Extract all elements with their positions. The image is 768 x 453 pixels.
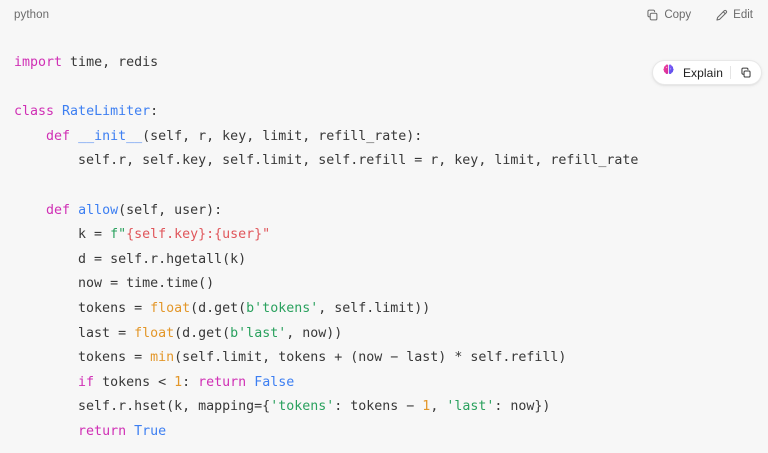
code-line: now = time.time() [14,272,754,297]
code-token: (self, r, key, limit, refill_rate): [142,128,423,144]
code-token [54,104,62,119]
code-line: import time, redis [14,51,754,76]
code-token: self.r, self.key, self.limit, self.refil… [14,153,639,169]
code-line: last = float(d.get(b'last', now)) [14,322,754,347]
code-token: (d.get( [190,300,247,316]
code-token: RateLimiter [62,104,151,120]
code-token: class [14,104,55,120]
code-token: , self.limit)) [318,300,431,316]
language-label: python [14,9,50,21]
code-token: allow [78,202,119,218]
code-token: , now)) [286,325,343,341]
brain-icon [661,63,676,83]
code-token [14,129,46,144]
code-token: , [430,399,447,415]
code-token: 'last' [446,399,495,415]
code-scroll-area[interactable]: import time, redis class RateLimiter: de… [0,40,768,453]
code-token: : [150,104,159,120]
code-token: d = self.r.hgetall(k) [14,251,247,267]
code-token: tokens < [94,374,175,390]
code-content[interactable]: import time, redis class RateLimiter: de… [14,51,754,445]
code-token: 'tokens' [270,399,335,415]
code-token: return [198,374,247,390]
code-line: k = f"{self.key}:{user}" [14,223,754,248]
code-line: def allow(self, user): [14,199,754,224]
code-token: True [134,423,167,439]
code-token: if [78,374,95,390]
code-token: {self.key}:{user}" [126,227,271,243]
code-token: def [46,128,71,144]
code-token [14,375,78,390]
code-line: self.r.hset(k, mapping={'tokens': tokens… [14,395,754,420]
code-token: time, redis [62,55,159,70]
code-token: return [78,423,127,439]
code-token: now = time.time() [14,276,215,292]
code-line: tokens = min(self.limit, tokens + (now −… [14,346,754,371]
code-token: (self.limit, tokens + (now − last) * sel… [174,350,567,366]
code-token [126,424,134,439]
code-token: def [46,202,71,218]
code-token: : tokens − [334,399,423,415]
code-token: last = [14,325,135,341]
edit-button-label: Edit [733,9,753,21]
pencil-icon [715,9,728,22]
copy-icon [646,9,659,22]
edit-button[interactable]: Edit [714,7,754,24]
code-line [14,174,754,199]
code-line: tokens = float(d.get(b'tokens', self.lim… [14,297,754,322]
explain-copy-icon[interactable] [738,65,753,80]
copy-button-label: Copy [664,9,692,21]
code-token: (self, user): [118,202,223,218]
code-token: 1 [174,374,183,390]
code-line: d = self.r.hgetall(k) [14,248,754,273]
code-token: False [254,374,295,390]
code-token: k = [14,227,111,243]
code-token: self.r.hset(k, mapping={ [14,399,271,415]
code-token [70,129,78,144]
code-token: tokens = [14,350,151,366]
explain-button[interactable]: Explain [651,60,762,85]
copy-button[interactable]: Copy [645,7,692,24]
code-line [14,76,754,101]
code-token [14,203,46,218]
code-token: import [14,55,63,70]
code-token [14,424,78,439]
code-block-header: python Copy Edit [0,0,768,30]
pill-divider [730,66,731,79]
code-line: def __init__(self, r, key, limit, refill… [14,125,754,150]
code-line: if tokens < 1: return False [14,371,754,396]
code-token: : [182,374,199,390]
code-token: f" [110,227,127,243]
code-line: return True [14,420,754,445]
code-token: b'tokens' [246,300,319,316]
explain-button-label: Explain [682,65,723,80]
code-token: float [134,325,175,341]
code-token: __init__ [78,128,143,144]
code-token [70,203,78,218]
code-token: min [150,350,175,366]
code-token: : now}) [494,399,551,415]
code-token: tokens = [14,300,151,316]
code-line: self.r, self.key, self.limit, self.refil… [14,149,754,174]
header-actions: Copy Edit [645,7,754,24]
code-token: b'last' [230,325,287,341]
code-token: float [150,300,191,316]
code-token: (d.get( [174,325,231,341]
code-token: 1 [422,399,431,415]
code-line: class RateLimiter: [14,100,754,125]
